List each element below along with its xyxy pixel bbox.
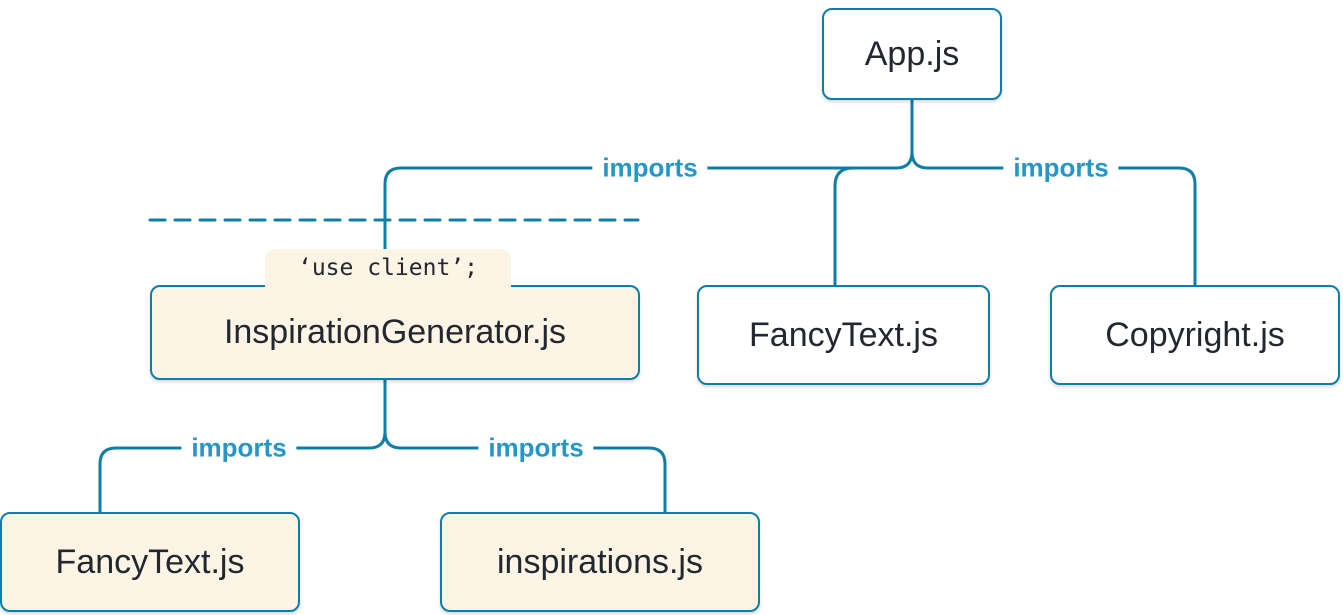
imports-label: imports	[478, 434, 594, 463]
node-label: FancyText.js	[749, 315, 938, 354]
node-label: Copyright.js	[1105, 315, 1285, 354]
edge-app-fancytext	[833, 166, 855, 287]
directive-label: ‘use client’;	[297, 255, 478, 281]
node-label: App.js	[864, 34, 960, 73]
node-inspirations-js: inspirations.js	[440, 512, 760, 612]
node-label: inspirations.js	[497, 542, 703, 581]
node-fancy-text-js-top: FancyText.js	[697, 285, 990, 385]
node-label: FancyText.js	[55, 542, 245, 581]
imports-label: imports	[592, 154, 708, 183]
imports-label: imports	[181, 434, 297, 463]
node-copyright-js: Copyright.js	[1050, 285, 1340, 385]
use-client-directive-badge: ‘use client’;	[265, 249, 511, 287]
node-label: InspirationGenerator.js	[223, 313, 567, 351]
node-fancy-text-js-bottom: FancyText.js	[0, 512, 300, 612]
edge-app-copyright	[910, 98, 1197, 287]
node-app-js: App.js	[822, 8, 1002, 100]
node-inspiration-generator-js: InspirationGenerator.js	[150, 285, 640, 380]
imports-label: imports	[1003, 154, 1119, 183]
